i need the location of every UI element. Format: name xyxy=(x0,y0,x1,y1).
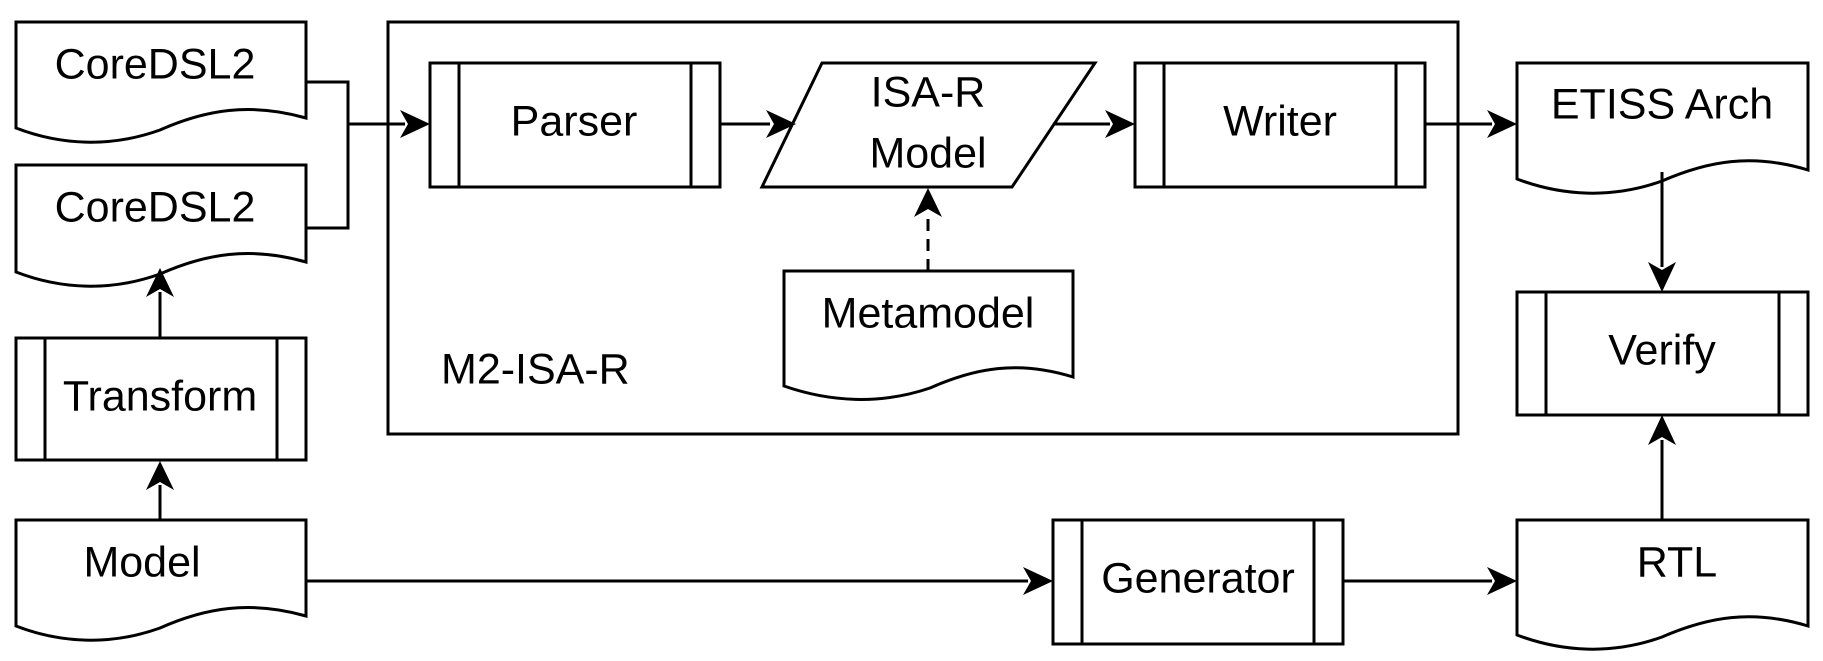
metamodel-label: Metamodel xyxy=(822,289,1035,337)
coredsl2-top-label: CoreDSL2 xyxy=(55,40,256,88)
parser-process: Parser xyxy=(428,61,722,189)
connector-metamodel-to-isa-model xyxy=(914,188,942,271)
coredsl2-bottom-label: CoreDSL2 xyxy=(55,183,256,231)
connector-isa-model-to-writer xyxy=(1053,110,1135,138)
coredsl2-document-bottom: CoreDSL2 xyxy=(14,163,308,288)
etiss-arch-label: ETISS Arch xyxy=(1551,80,1773,128)
model-document: Model xyxy=(14,518,308,642)
connector-generator-to-rtl xyxy=(1343,567,1517,595)
rtl-label: RTL xyxy=(1637,538,1717,586)
m2-isa-r-label: M2-ISA-R xyxy=(441,345,630,393)
model-label: Model xyxy=(83,538,200,586)
connector-writer-to-etiss-arch xyxy=(1425,110,1517,138)
writer-label: Writer xyxy=(1223,97,1337,145)
generator-process: Generator xyxy=(1051,518,1345,646)
transform-process: Transform xyxy=(14,336,308,462)
etiss-arch-document: ETISS Arch xyxy=(1515,61,1810,195)
connector-coredsl-to-parser xyxy=(306,80,430,230)
rtl-document: RTL xyxy=(1515,518,1810,651)
connector-rtl-to-verify xyxy=(1648,415,1676,520)
connector-model-to-transform xyxy=(146,461,174,520)
generator-label: Generator xyxy=(1101,554,1295,602)
isa-r-model-label-line1: ISA-R xyxy=(871,68,986,116)
coredsl2-document-top: CoreDSL2 xyxy=(14,20,308,144)
metamodel-document: Metamodel xyxy=(782,269,1075,401)
connector-model-to-generator xyxy=(306,567,1053,595)
verify-process: Verify xyxy=(1515,290,1810,417)
transform-label: Transform xyxy=(63,372,257,420)
connector-transform-to-coredsl xyxy=(146,268,174,338)
writer-process: Writer xyxy=(1133,61,1427,189)
isa-r-model-label-line2: Model xyxy=(869,129,986,177)
connector-etiss-arch-to-verify xyxy=(1648,172,1676,292)
isa-r-model-data: ISA-R Model xyxy=(759,61,1098,189)
verify-label: Verify xyxy=(1608,326,1716,374)
connector-parser-to-isa-model xyxy=(720,110,796,138)
parser-label: Parser xyxy=(511,97,638,145)
